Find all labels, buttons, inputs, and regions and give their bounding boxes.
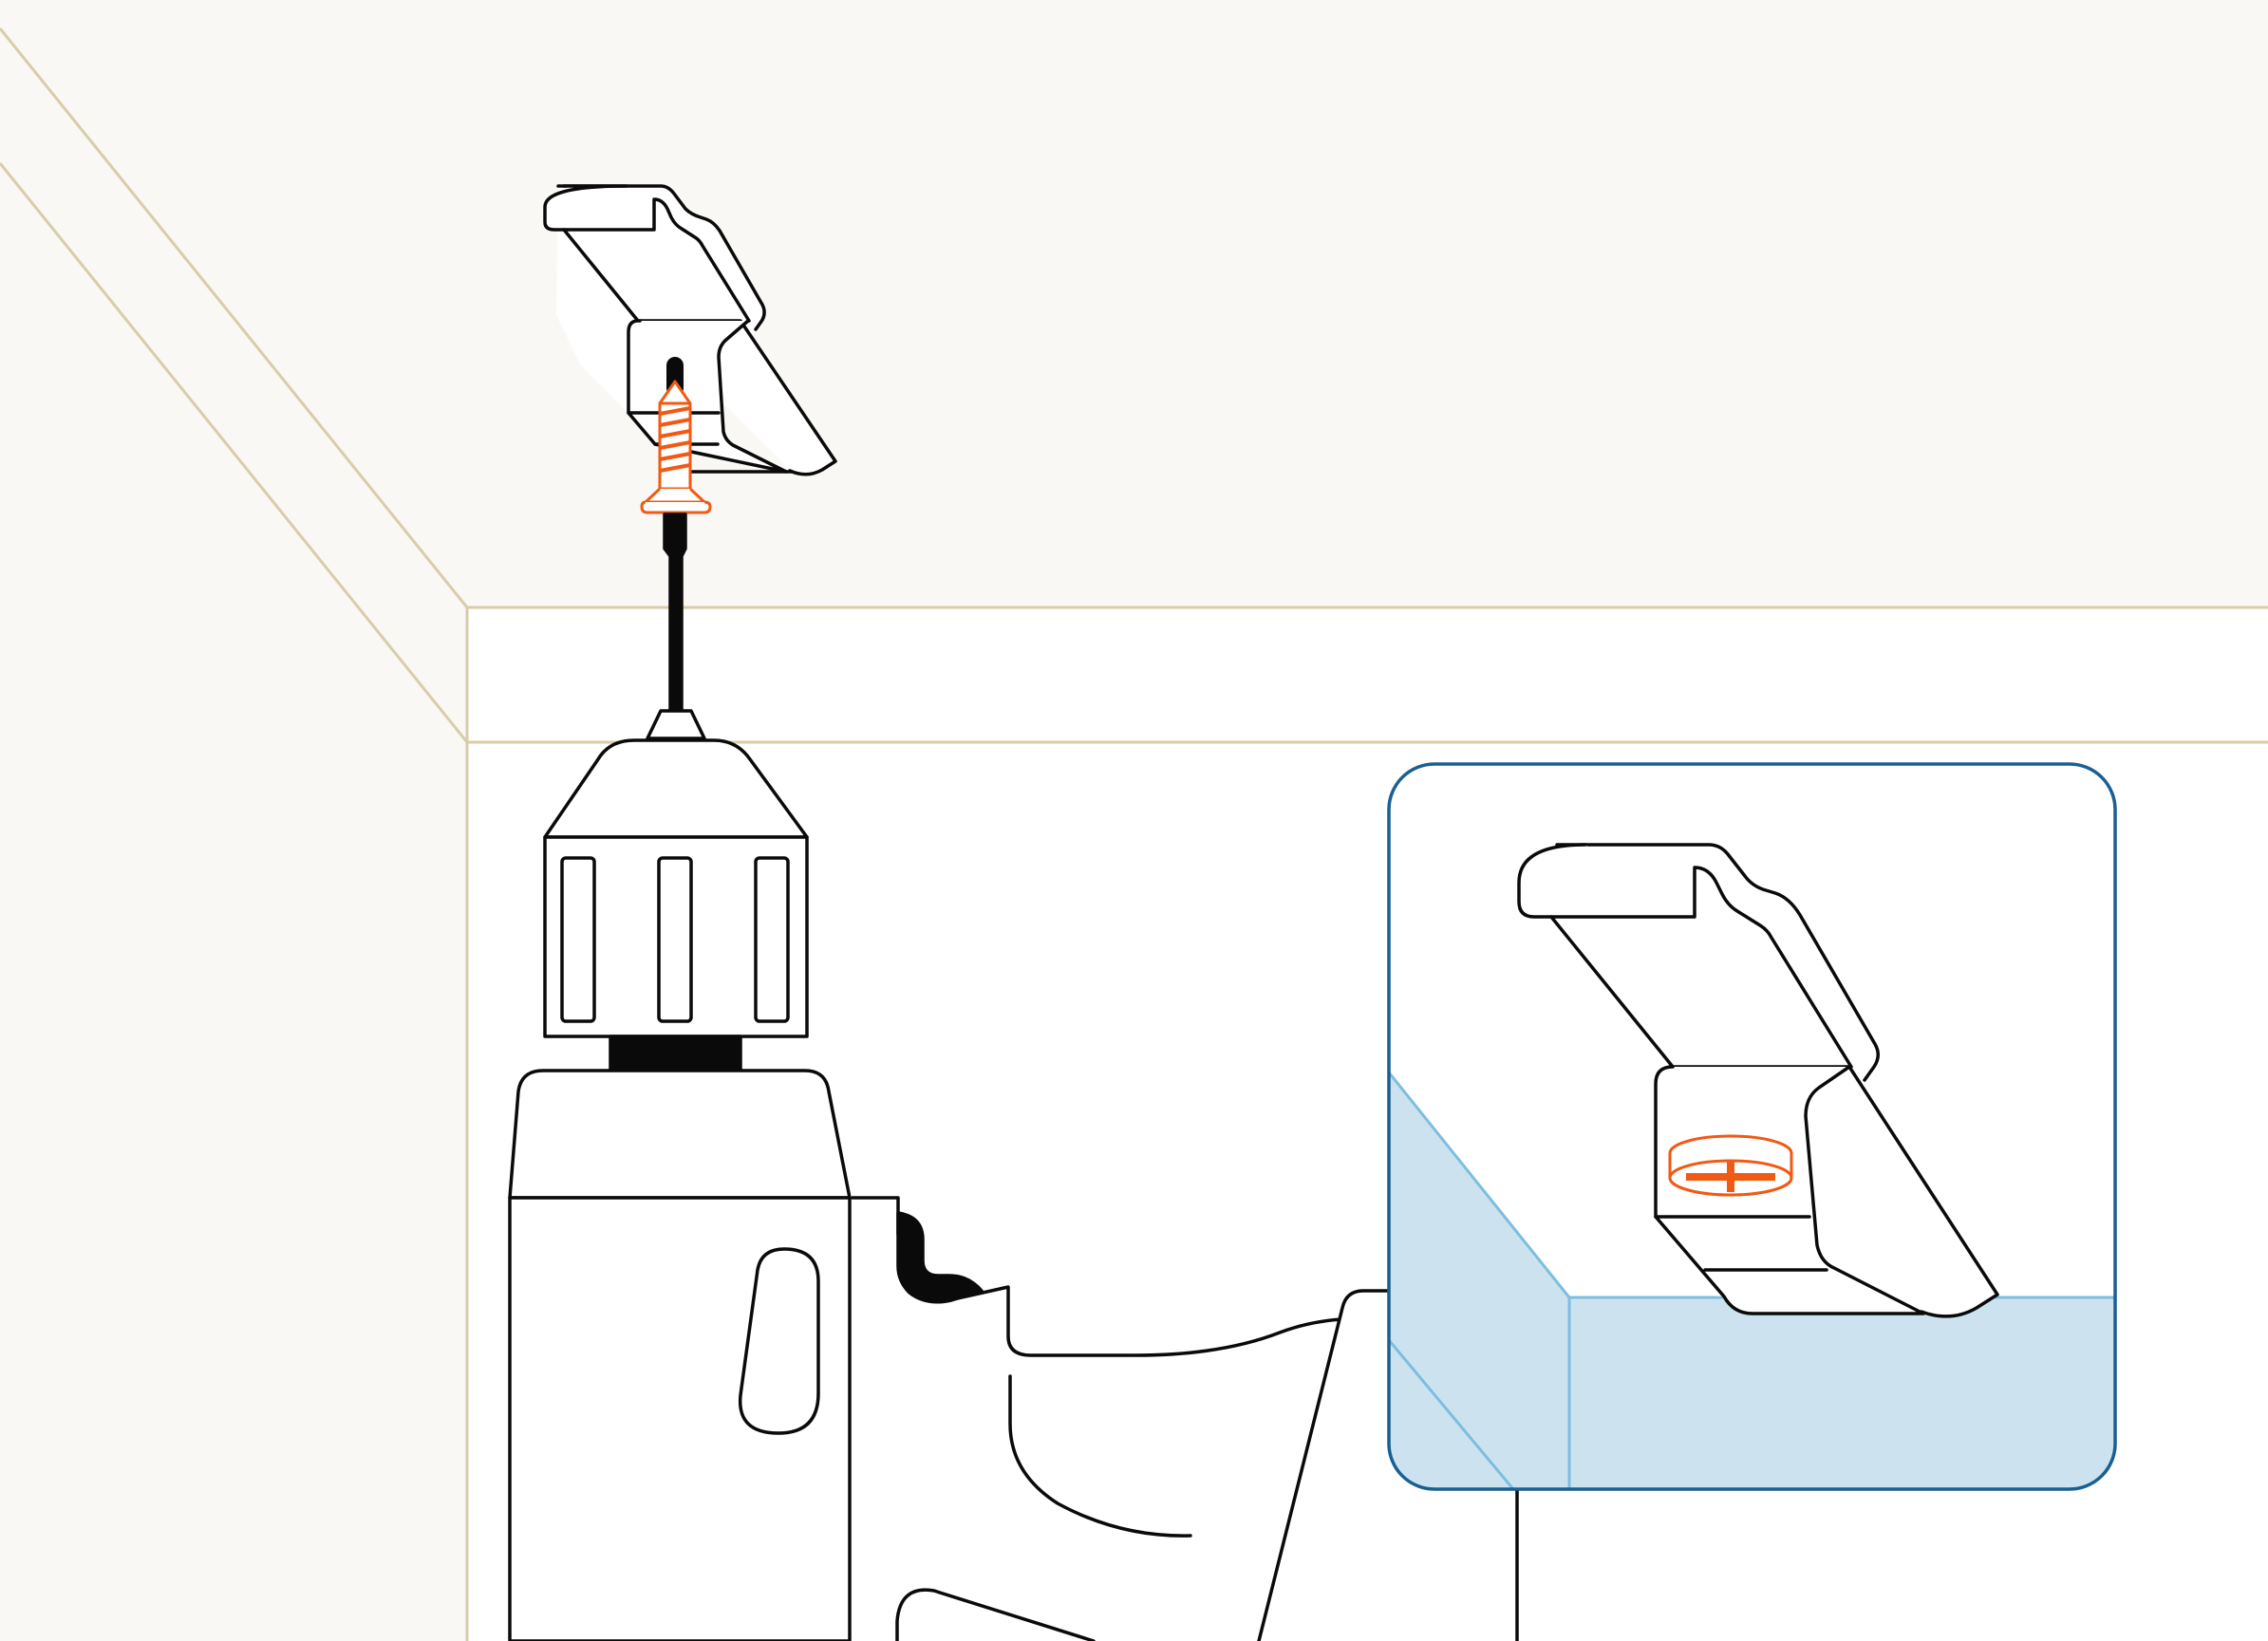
wood-screw-icon [640,380,712,514]
inset-border [1387,762,2117,1491]
hand-icon [895,1289,1519,1641]
screw-head-icon [1668,1134,1793,1197]
ceiling-surface [0,0,2268,607]
power-drill-icon [508,513,1359,1641]
chuck-grip-right [754,856,790,1023]
room-edge-lines [0,28,2268,1641]
bracket-clip-icon [543,184,837,476]
left-wall-surface [0,28,467,1641]
drill-trigger-button [738,1247,820,1435]
detail-inset-panel [1387,762,2117,1491]
chuck-grip-left [560,856,596,1023]
chuck-grip-middle [657,856,693,1023]
bracket-clip-enlarged-icon [1517,843,1999,1318]
